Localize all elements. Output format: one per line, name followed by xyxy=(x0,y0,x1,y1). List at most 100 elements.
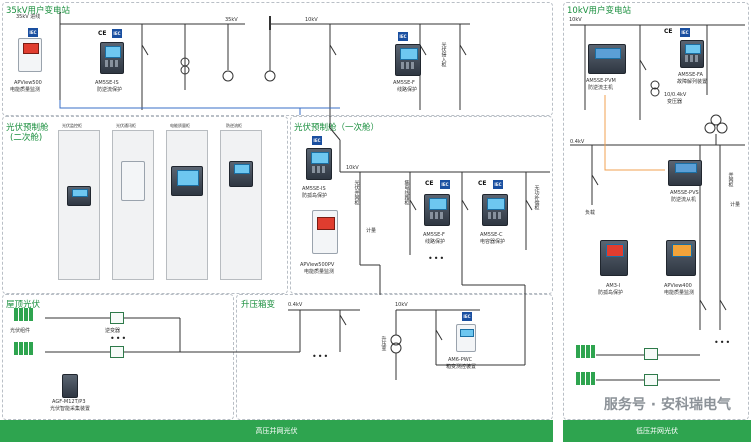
agf-name: AGF-M12T/P3 xyxy=(52,399,86,405)
pv-module-icon xyxy=(576,345,596,358)
apview400-device xyxy=(666,240,696,276)
load-label: 负载 xyxy=(585,210,596,216)
ellipsis: ••• xyxy=(714,338,732,347)
am5se-pvs-desc: 防逆流从机 xyxy=(671,197,697,203)
title-10kv: 10kV用户变电站 xyxy=(567,6,632,16)
iec-badge: IEC xyxy=(398,32,408,41)
am5se-f-mid-device xyxy=(424,194,450,226)
apview500pv-name: APView500PV xyxy=(300,262,335,268)
apview400-desc: 电能质量监测 xyxy=(664,290,695,296)
ce-badge: CE xyxy=(664,28,673,35)
footer-lv-grid: 低压并网光伏 xyxy=(563,420,751,442)
am5se-is-mid-desc: 防孤岛保护 xyxy=(302,193,328,199)
am5se-is-top-device xyxy=(100,42,124,74)
am5se-f-top-name: AM5SE-F xyxy=(393,80,415,86)
am5se-is-mid-device xyxy=(306,148,332,180)
transformer-desc: 变压器 xyxy=(667,99,683,105)
svg-cab-label: 无功补偿柜 xyxy=(533,185,540,210)
ellipsis: ••• xyxy=(428,254,446,263)
am6-pwc-name: AM6-PWC xyxy=(448,357,473,363)
title-booster: 升压箱变 xyxy=(241,300,276,310)
ellipsis: ••• xyxy=(312,352,330,361)
am5se-c-device xyxy=(482,194,508,226)
am5se-pvs-device xyxy=(668,160,702,186)
apview400-name: APView400 xyxy=(664,283,692,289)
am6-pwc-desc: 箱变测控装置 xyxy=(446,364,477,370)
title-35kv: 35kV用户变电站 xyxy=(6,6,71,16)
section-pv-cabin2 xyxy=(2,116,288,294)
agf-device xyxy=(62,374,78,398)
apview500pv-desc: 电能质量监测 xyxy=(304,269,335,275)
label-10kv-bus-a: 10kV xyxy=(305,17,318,23)
iec-badge: IEC xyxy=(493,180,503,189)
ellipsis: ••• xyxy=(110,334,128,343)
cabinet-2 xyxy=(112,130,154,280)
iec-badge: IEC xyxy=(312,136,322,145)
am5se-pvm-desc: 防逆流主机 xyxy=(588,85,614,91)
pv-module-icon xyxy=(576,372,596,385)
am5se-is-mid-name: AM5SE-IS xyxy=(302,186,326,192)
cabinet-label-2: 光伏通讯柜 xyxy=(116,123,136,128)
cabinet-label-3: 电能质量柜 xyxy=(170,123,190,128)
section-pv-cabin1 xyxy=(290,116,553,294)
inverter-label: 逆变器 xyxy=(105,328,121,334)
label-10kv-bus-d: 10kV xyxy=(569,17,582,23)
apview500-device xyxy=(18,38,42,72)
inverter-icon xyxy=(110,312,124,324)
label-10kv-bus-c: 10kV xyxy=(395,302,408,308)
am5se-pvm-name: AM5SE-PVM xyxy=(586,78,616,84)
am5se-fa-name: AM5SE-FA xyxy=(678,72,703,78)
meter-label-1: 计量 xyxy=(366,228,377,234)
pv-module-icon xyxy=(14,342,34,355)
am5se-f-mid-desc: 线路保护 xyxy=(425,239,446,245)
am5se-pvm-device xyxy=(588,44,626,74)
am5se-pvs-name: AM5SE-PVS xyxy=(670,190,699,196)
label-35kv-bus: 35kV xyxy=(225,17,238,23)
section-10kv xyxy=(563,2,749,420)
am3-i-device xyxy=(600,240,628,276)
label-04kv-bus-a: 0.4kV xyxy=(288,302,303,308)
iec-badge: IEC xyxy=(462,312,472,321)
apview500-desc: 电能质量监测 xyxy=(10,87,41,93)
am5se-fa-device xyxy=(680,40,704,68)
am5se-fa-desc: 故障解列装置 xyxy=(677,79,708,85)
am3-i-desc: 防孤岛保护 xyxy=(598,290,624,296)
pv-module-icon xyxy=(14,308,34,321)
ce-badge: CE xyxy=(478,180,487,187)
cabinet-1 xyxy=(58,130,100,280)
footer-hv-grid: 高压并网光伏 xyxy=(0,420,553,442)
transformer-name: 10/0.4kV xyxy=(664,92,687,98)
apview500pv-device xyxy=(312,210,338,254)
box-trans-label: 升压变 xyxy=(380,336,387,351)
iec-badge: IEC xyxy=(112,29,122,38)
am5se-f-top-desc: 线路保护 xyxy=(397,87,418,93)
iec-badge: IEC xyxy=(440,180,450,189)
ce-badge: CE xyxy=(98,30,107,37)
collect-cab-label: 集电线路柜 xyxy=(403,180,410,205)
title-rooftop: 屋顶光伏 xyxy=(6,300,41,310)
title-pv-cabin2-a: 光伏预制舱 xyxy=(6,123,49,133)
pv-in-cab-label: 光伏接入柜 xyxy=(440,42,447,67)
label-04kv-bus-b: 0.4kV xyxy=(570,139,585,145)
section-booster xyxy=(236,294,553,420)
inverter-icon xyxy=(644,374,658,386)
meter-label-2: 计量 xyxy=(730,202,741,208)
am5se-c-desc: 电容器保护 xyxy=(480,239,506,245)
section-rooftop xyxy=(2,294,234,420)
title-pv-cabin1: 光伏预制舱（一次舱） xyxy=(294,123,380,133)
cabinet-3 xyxy=(166,130,208,280)
inverter-icon xyxy=(110,346,124,358)
am5se-f-top-device xyxy=(395,44,421,76)
pv-grid-cab-label: 光伏并网柜 xyxy=(353,180,360,205)
iec-badge: IEC xyxy=(680,28,690,37)
am5se-is-top-desc: 防逆流保护 xyxy=(97,87,123,93)
label-35kv-in: 35kV 进线 xyxy=(16,14,41,20)
apview500-name: APView500 xyxy=(14,80,42,86)
cabinet-label-4: 防逆流柜 xyxy=(226,123,242,128)
grid-cab-label: 并网柜 xyxy=(727,172,734,187)
inverter-icon xyxy=(644,348,658,360)
section-35kv xyxy=(2,2,553,116)
am5se-f-mid-name: AM5SE-F xyxy=(423,232,445,238)
am5se-c-name: AM5SE-C xyxy=(480,232,503,238)
am3-i-name: AM3-I xyxy=(606,283,621,289)
